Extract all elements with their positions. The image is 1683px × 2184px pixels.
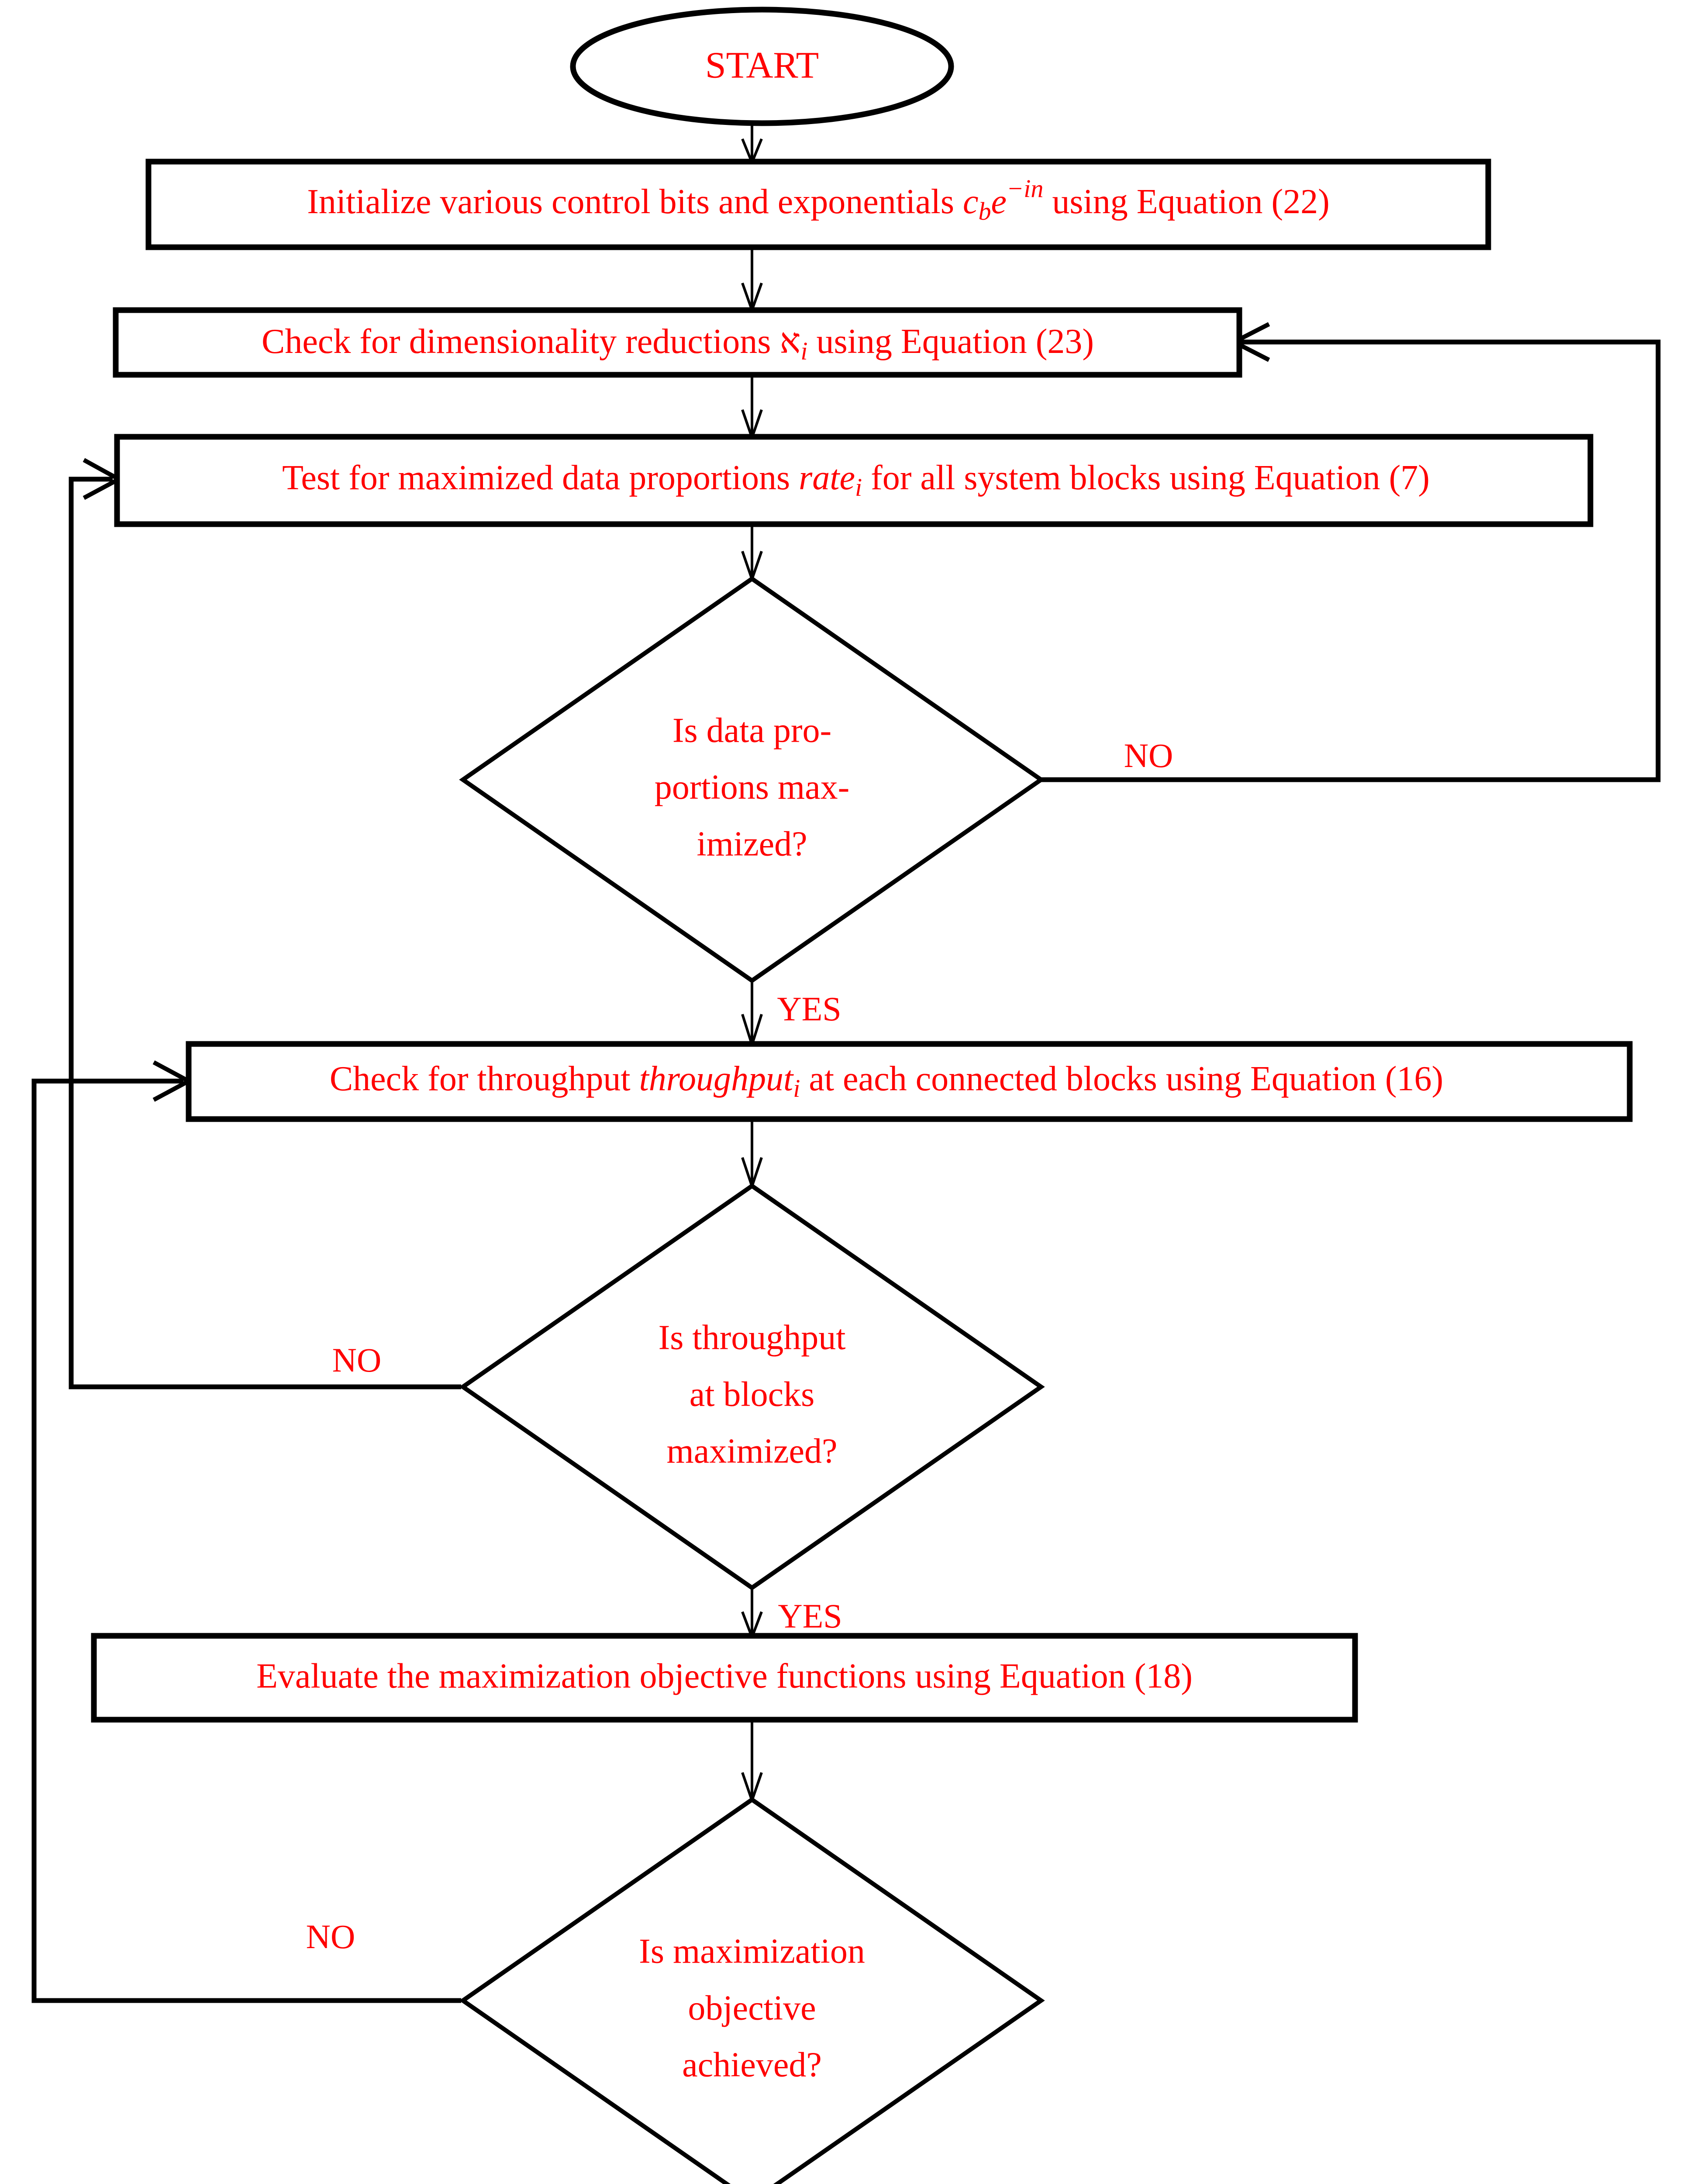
- node-initialize-var-sub: b: [979, 197, 991, 225]
- node-decision-objective[interactable]: Is maximization objective achieved?: [459, 1797, 1045, 2184]
- edge-label-rate-no: NO: [1124, 736, 1173, 774]
- edge-label-thr-no: NO: [332, 1341, 382, 1379]
- node-check-throughput[interactable]: Check for throughput throughputi at each…: [186, 1041, 1633, 1122]
- node-test-data-proportions-label: Test for maximized data proportions rate…: [282, 459, 1430, 501]
- node-checkthr-var-base: throughput: [639, 1060, 794, 1098]
- decision-objective-line-1: Is maximization: [639, 1932, 865, 1970]
- decision-data-proportions-line-3: imized?: [697, 825, 807, 863]
- decision-data-proportions-line-2: portions max-: [655, 768, 850, 806]
- node-initialize-var-base: c: [963, 183, 979, 221]
- node-testrate-lead: Test for maximized data proportions: [282, 459, 790, 497]
- node-decision-data-proportions[interactable]: Is data pro- portions max- imized?: [459, 576, 1045, 984]
- edge-label-rate-yes: YES: [777, 990, 841, 1028]
- node-initialize[interactable]: Initialize various control bits and expo…: [145, 159, 1491, 250]
- node-dimred-var-base: א: [779, 322, 800, 361]
- node-dimred-tail: using Equation (23): [817, 322, 1094, 361]
- node-evaluate-objective-label: Evaluate the maximization objective func…: [256, 1657, 1193, 1695]
- node-start[interactable]: START: [570, 7, 954, 126]
- edge-label-obj-no: NO: [306, 1918, 355, 1956]
- node-dimensionality-reduction-label: Check for dimensionality reductions אi u…: [262, 322, 1094, 365]
- connector-decision-thr-yes: [741, 1589, 763, 1641]
- decision-objective-line-2: objective: [688, 1989, 816, 2027]
- connector-checkthr-to-decision-thr: [741, 1119, 763, 1191]
- connector-decision-rate-yes: [741, 981, 763, 1050]
- node-dimred-lead: Check for dimensionality reductions: [262, 322, 771, 361]
- node-evaluate-objective[interactable]: Evaluate the maximization objective func…: [91, 1633, 1358, 1723]
- node-test-data-proportions[interactable]: Test for maximized data proportions rate…: [114, 434, 1593, 527]
- connector-decision-obj-no-loop: [31, 1060, 461, 2003]
- node-start-label: START: [705, 44, 819, 86]
- node-initialize-lead: Initialize various control bits and expo…: [307, 183, 954, 221]
- decision-throughput-line-1: Is throughput: [659, 1318, 846, 1357]
- connector-dimred-to-testrate: [741, 374, 763, 442]
- node-testrate-var-sub: i: [855, 473, 862, 501]
- decision-data-proportions-line-1: Is data pro-: [673, 711, 831, 750]
- node-dimred-var-sub: i: [800, 337, 807, 365]
- connector-start-to-init: [741, 124, 763, 166]
- connector-decision-rate-no-loop: [1041, 322, 1661, 782]
- decision-objective-line-3: achieved?: [682, 2046, 822, 2084]
- connector-evalobj-to-decision-obj: [741, 1720, 763, 1805]
- node-initialize-var-sup: −in: [1007, 174, 1043, 203]
- node-initialize-label: Initialize various control bits and expo…: [307, 174, 1330, 225]
- connector-decision-thr-no-loop: [69, 458, 461, 1389]
- node-checkthr-tail: at each connected blocks using Equation …: [809, 1060, 1443, 1098]
- decision-throughput-line-3: maximized?: [667, 1432, 838, 1470]
- node-dimensionality-reduction[interactable]: Check for dimensionality reductions אi u…: [113, 307, 1242, 378]
- node-initialize-var-e: e: [991, 183, 1007, 221]
- node-testrate-var-base: rate: [799, 459, 855, 497]
- node-checkthr-var-sub: i: [793, 1074, 800, 1102]
- decision-throughput-line-2: at blocks: [690, 1375, 815, 1413]
- edge-label-thr-yes: YES: [778, 1597, 842, 1635]
- connector-testrate-to-decision-rate: [741, 525, 763, 584]
- node-testrate-tail: for all system blocks using Equation (7): [871, 459, 1430, 497]
- node-initialize-tail: using Equation (22): [1052, 183, 1329, 221]
- connector-init-to-dimred: [741, 247, 763, 314]
- node-checkthr-lead: Check for throughput: [330, 1060, 631, 1098]
- node-decision-throughput[interactable]: Is throughput at blocks maximized?: [459, 1183, 1045, 1591]
- node-check-throughput-label: Check for throughput throughputi at each…: [330, 1060, 1443, 1102]
